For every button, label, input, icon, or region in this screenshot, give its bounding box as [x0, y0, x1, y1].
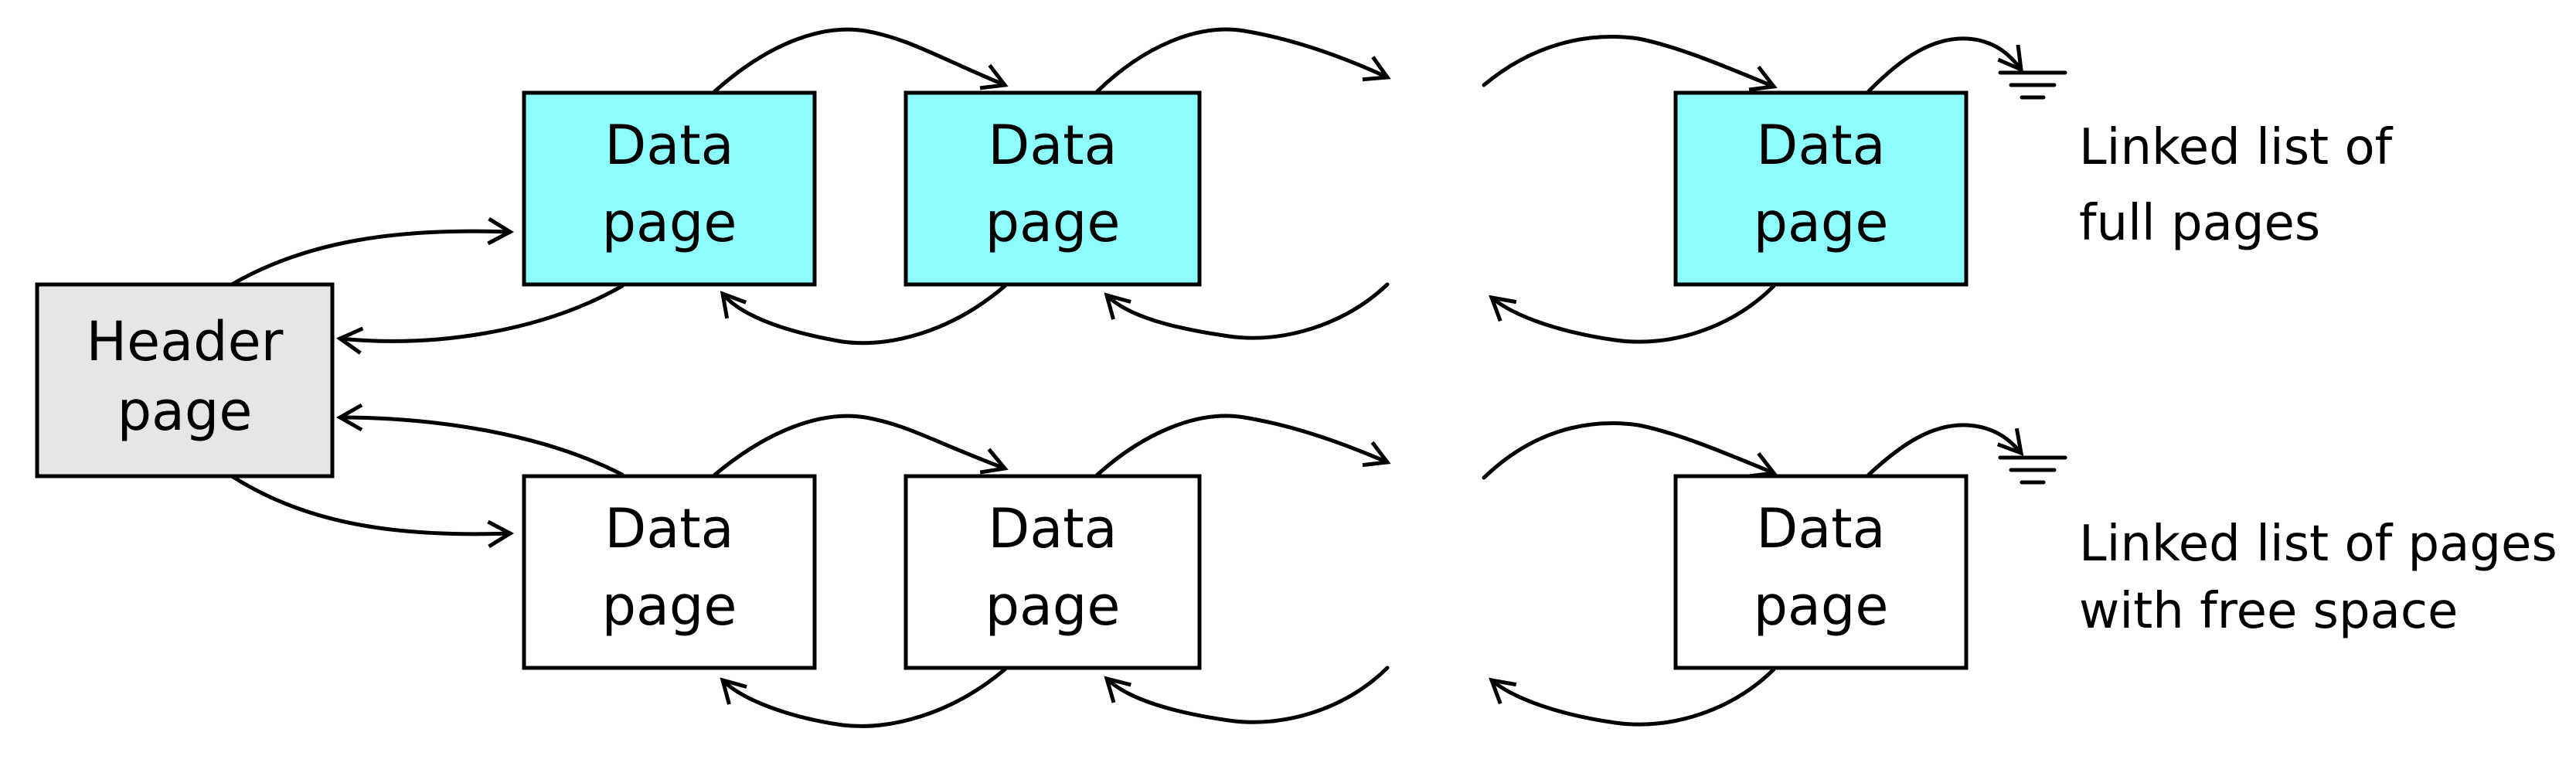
free-pages-caption-line2: with free space: [2079, 583, 2458, 640]
free-data-page-1: Data page: [522, 474, 817, 670]
free-data-page-1-label-line1: Data: [604, 497, 733, 560]
header-page-label-line1: Header: [87, 310, 284, 373]
full-data-page-2: Data page: [903, 90, 1202, 287]
free-end-arrow: [1866, 423, 2024, 477]
free-prev-arrow-3: [1489, 667, 1776, 727]
free-prev-arrow-2: [1104, 666, 1390, 724]
null-ground-icon-full: [1998, 70, 2067, 100]
full-data-page-1-label-line1: Data: [604, 114, 733, 177]
full-data-page-1: Data page: [522, 90, 817, 287]
full-prev-arrow-1: [720, 284, 1007, 346]
free-data-page-3: Data page: [1673, 474, 1969, 670]
free-pages-caption-line1: Linked list of pages: [2079, 516, 2557, 573]
free-next-arrow-1: [713, 414, 1009, 477]
full-data-page-3-label-line2: page: [1754, 191, 1889, 254]
full-prev-arrow-3: [1489, 284, 1776, 344]
full-next-arrow-3: [1482, 35, 1778, 92]
free-data-page-2-label-line1: Data: [988, 497, 1117, 560]
full-end-arrow: [1866, 36, 2024, 94]
free-next-arrow-2: [1095, 414, 1391, 477]
free-pages-caption: Linked list of pages with free space: [2079, 516, 2557, 640]
free-data-page-2-label-line2: page: [985, 574, 1121, 638]
free-data-page-1-label-line2: page: [602, 574, 737, 638]
full-to-header-arrow: [335, 284, 624, 355]
full-pages-caption: Linked list of full pages: [2079, 119, 2394, 252]
free-data-page-3-label-line1: Data: [1756, 497, 1885, 560]
full-data-page-1-label-line2: page: [602, 191, 737, 254]
full-prev-arrow-2: [1104, 282, 1390, 340]
header-page: Header page: [35, 282, 335, 478]
free-next-arrow-3: [1482, 421, 1778, 480]
header-to-full-arrow: [230, 216, 515, 287]
full-next-arrow-2: [1095, 27, 1391, 94]
free-data-page-2: Data page: [903, 474, 1202, 670]
full-pages-caption-line2: full pages: [2079, 195, 2320, 252]
full-data-page-3-label-line1: Data: [1756, 114, 1885, 177]
free-to-header-arrow: [335, 403, 624, 477]
full-data-page-2-label-line1: Data: [988, 114, 1117, 177]
full-next-arrow-1: [713, 27, 1009, 94]
full-data-page-3: Data page: [1673, 90, 1969, 287]
header-page-label-line2: page: [117, 380, 253, 443]
free-prev-arrow-1: [720, 667, 1007, 728]
free-data-page-3-label-line2: page: [1754, 574, 1889, 638]
header-to-free-arrow: [230, 474, 515, 549]
null-ground-icon-free: [1998, 455, 2067, 485]
full-pages-caption-line1: Linked list of: [2079, 119, 2394, 176]
full-data-page-2-label-line2: page: [985, 191, 1121, 254]
